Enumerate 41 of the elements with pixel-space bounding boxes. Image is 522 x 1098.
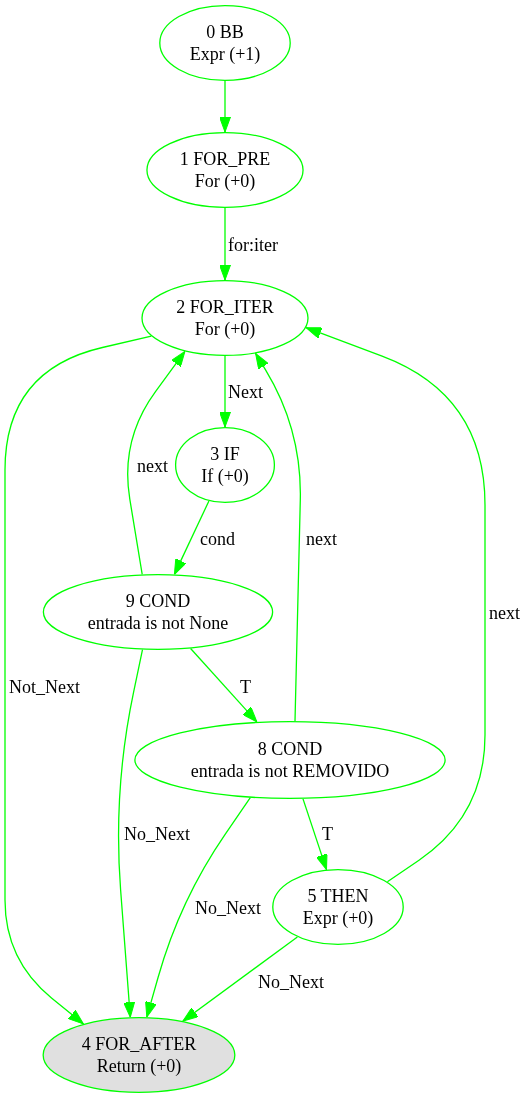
arrow bbox=[182, 936, 299, 1022]
flow-node bbox=[159, 5, 291, 81]
arrow bbox=[145, 797, 251, 1018]
node-detail: entrada is not REMOVIDO bbox=[190, 760, 390, 782]
node-detail: Expr (+0) bbox=[302, 907, 374, 929]
node-detail: Return (+0) bbox=[96, 1055, 182, 1077]
node-title: 1 FOR_PRE bbox=[179, 148, 271, 170]
node-title: 8 COND bbox=[257, 738, 323, 760]
node-title: 9 COND bbox=[125, 590, 191, 612]
flow-node bbox=[133, 721, 447, 799]
node-title: 2 FOR_ITER bbox=[176, 296, 274, 318]
node-detail: For (+0) bbox=[194, 318, 256, 340]
node-title: 4 FOR_AFTER bbox=[81, 1033, 197, 1055]
arrow bbox=[117, 649, 144, 1018]
flow-node bbox=[141, 280, 309, 356]
edge-label: No_Next bbox=[258, 972, 324, 992]
node-detail: If (+0) bbox=[201, 465, 249, 487]
node-detail: Expr (+1) bbox=[189, 43, 261, 65]
flow-node bbox=[146, 132, 304, 208]
arrow bbox=[219, 207, 231, 281]
edge-label: No_Next bbox=[124, 824, 190, 844]
node-title: 0 BB bbox=[206, 21, 244, 43]
edge-label: Not_Next bbox=[9, 677, 80, 697]
arrow bbox=[302, 798, 328, 871]
node-title: 3 IF bbox=[210, 443, 240, 465]
edge-label: No_Next bbox=[195, 898, 261, 918]
node-title: 5 THEN bbox=[307, 885, 369, 907]
flow-node bbox=[42, 574, 274, 650]
arrow bbox=[127, 350, 186, 576]
arrow bbox=[305, 327, 486, 883]
node-detail: entrada is not None bbox=[87, 612, 229, 634]
arrow bbox=[173, 500, 210, 576]
flow-node bbox=[175, 427, 275, 503]
arrow bbox=[189, 647, 258, 723]
arrow bbox=[219, 355, 231, 428]
arrow bbox=[254, 352, 301, 722]
arrow bbox=[4, 335, 152, 1025]
arrow bbox=[219, 80, 231, 133]
flow-node bbox=[272, 869, 404, 945]
node-detail: For (+0) bbox=[194, 170, 256, 192]
terminal-node bbox=[42, 1017, 236, 1093]
